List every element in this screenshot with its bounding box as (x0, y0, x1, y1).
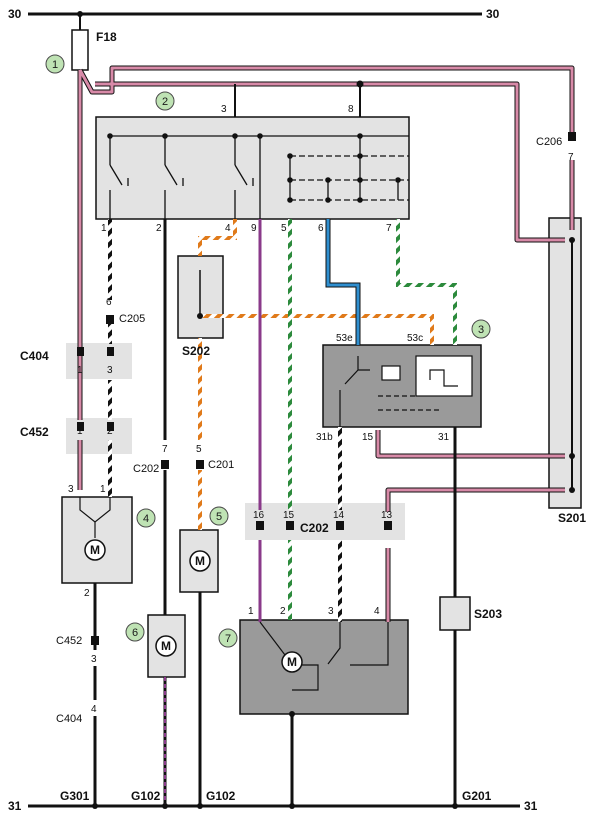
c452-low-label: C452 (56, 635, 82, 647)
headlamp-motor-circle (155, 635, 177, 657)
c205-pin: 6 (106, 297, 112, 308)
pink-wires (77, 65, 575, 622)
ground-g301: G301 (60, 789, 90, 803)
c404-label: C404 (20, 349, 49, 363)
motor-pin-1: 1 (248, 606, 254, 617)
washer-pin-2: 2 (84, 588, 90, 599)
switch-pin-8: 8 (348, 104, 354, 115)
switch-pin-1: 1 (101, 223, 107, 234)
c404-pin-3: 3 (107, 365, 113, 376)
callout-3: 3 (478, 324, 484, 336)
c202-left-pin: 7 (162, 444, 168, 455)
c404-low-pin: 4 (91, 704, 97, 715)
wire-pin4 (198, 219, 237, 256)
wire-pin6 (325, 219, 361, 345)
s202-label: S202 (182, 344, 210, 358)
c202-pin-16: 16 (253, 510, 265, 521)
c202-pin-15: 15 (283, 510, 295, 521)
ground-g102b: G102 (206, 789, 236, 803)
c206-pin: 7 (568, 152, 574, 163)
c201-pin: 5 (196, 444, 202, 455)
relay-internals (339, 356, 458, 427)
c201-label: C201 (208, 459, 234, 471)
splice-s201-box (548, 217, 582, 509)
wire-pin7 (396, 219, 457, 345)
connector-c404-strip (66, 343, 132, 379)
switch-pin-7: 7 (386, 223, 392, 234)
motor-pin-4: 4 (374, 606, 380, 617)
s203-label: S203 (474, 607, 502, 621)
c205-label: C205 (119, 313, 145, 325)
washer-internals (79, 497, 111, 538)
washer-pin-1: 1 (100, 484, 106, 495)
c404-pin-1: 1 (77, 365, 83, 376)
motor-pin-3: 3 (328, 606, 334, 617)
wiper-switch-box (95, 116, 410, 220)
s201-label: S201 (558, 511, 586, 525)
c452-low-pin: 3 (91, 654, 97, 665)
switch-pin-2: 2 (156, 223, 162, 234)
rail-30-left-label: 30 (8, 7, 22, 21)
switch-pin-3: 3 (221, 104, 227, 115)
washer-pin-3: 3 (68, 484, 74, 495)
wire-s202-relay (200, 314, 434, 345)
fuse-f18 (71, 29, 89, 71)
rail-30-right-label: 30 (486, 7, 500, 21)
callout-4: 4 (143, 513, 149, 525)
switch-pin-9: 9 (251, 223, 257, 234)
switch-pin-5: 5 (281, 223, 287, 234)
front-motor-internals (259, 621, 389, 691)
rail-31-left-label: 31 (8, 799, 22, 813)
splice-s203-box (439, 596, 471, 631)
switch-pin-4: 4 (225, 223, 231, 234)
callout-2: 2 (162, 96, 168, 108)
rear-motor-glyph: M (195, 554, 205, 568)
callout-5: 5 (216, 511, 222, 523)
c202-pin-13: 13 (381, 510, 393, 521)
callout-7: 7 (225, 633, 231, 645)
c202-pin-14: 14 (333, 510, 345, 521)
switch-pin-6: 6 (318, 223, 324, 234)
rail-31-right-label: 31 (524, 799, 538, 813)
junction-dot (289, 711, 295, 717)
c452-label: C452 (20, 425, 49, 439)
connector-c202-strip (245, 503, 405, 540)
relay-term-31b: 31b (316, 432, 333, 443)
front-wiper-motor-box (239, 619, 409, 715)
ground-g201: G201 (462, 789, 492, 803)
ground-g102a: G102 (131, 789, 161, 803)
relay-term-15: 15 (362, 432, 374, 443)
c202-main-label: C202 (300, 521, 329, 535)
fuse-label: F18 (96, 30, 117, 44)
relay-term-53e: 53e (336, 333, 353, 344)
front-motor-circle (281, 651, 303, 673)
motor-pin-2: 2 (280, 606, 286, 617)
c404-low-label: C404 (56, 713, 82, 725)
washer-motor-circle (84, 539, 106, 561)
c202-left-label: C202 (133, 463, 159, 475)
washer-motor-glyph: M (90, 543, 100, 557)
callout-markers (45, 54, 491, 648)
callout-6: 6 (132, 627, 138, 639)
headlamp-motor-glyph: M (161, 639, 171, 653)
c206-label: C206 (536, 136, 562, 148)
connector-c452-strip (66, 418, 132, 454)
wire-pin6-color (326, 219, 360, 345)
ground-dots (92, 803, 458, 809)
connector-pins (77, 132, 576, 645)
switch-feed-wires (234, 80, 364, 117)
callout-1: 1 (52, 59, 58, 71)
front-motor-glyph: M (287, 655, 297, 669)
junction-dot (77, 11, 83, 17)
relay-term-53c: 53c (407, 333, 423, 344)
switch-dots (107, 133, 401, 203)
rear-motor-circle (189, 550, 211, 572)
c452-pin-2: 2 (107, 426, 113, 437)
relay-term-31: 31 (438, 432, 450, 443)
c452-pin-1: 1 (77, 426, 83, 437)
